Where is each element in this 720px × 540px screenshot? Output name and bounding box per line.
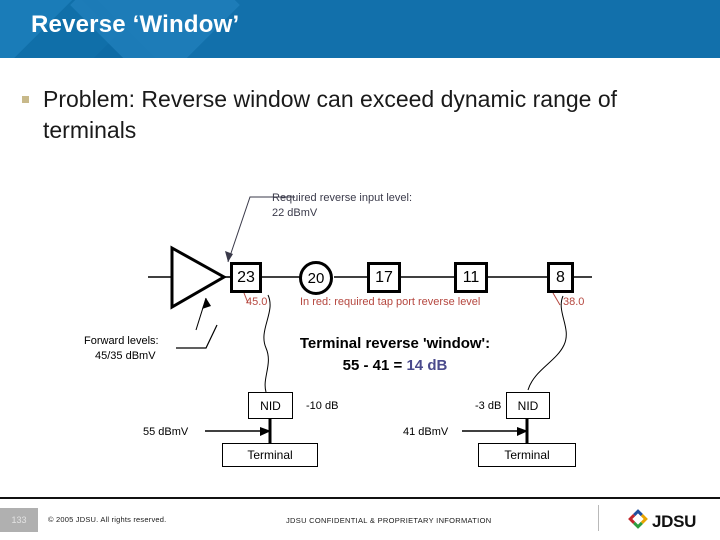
tap-box-8[interactable]: 8 bbox=[547, 262, 574, 293]
window-calc-accent: 14 dB bbox=[406, 357, 448, 374]
required-reverse-input-level-label-line2: 22 dBmV bbox=[272, 207, 318, 219]
nid-box-right[interactable]: NID bbox=[506, 392, 550, 419]
loss-label-right: -3 dB bbox=[475, 400, 502, 412]
jdsu-logo-text: JDSU bbox=[652, 511, 697, 531]
loss-label-left: -10 dB bbox=[306, 400, 339, 412]
forward-levels-label-line2: 45/35 dBmV bbox=[95, 350, 156, 362]
footer-vertical-divider bbox=[598, 505, 599, 531]
terminal-box-left[interactable]: Terminal bbox=[222, 443, 318, 467]
red-value-left: 45.0 bbox=[246, 296, 268, 308]
window-note-title: Terminal reverse 'window': bbox=[299, 335, 491, 352]
red-legend-text: In red: required tap port reverse level bbox=[300, 296, 481, 308]
footer-divider-line bbox=[0, 497, 720, 499]
bullet-item-text: Problem: Reverse window can exceed dynam… bbox=[43, 86, 618, 143]
tap-circle-20[interactable]: 20 bbox=[299, 261, 333, 295]
bullet-marker-square bbox=[22, 96, 29, 103]
terminal-reverse-window-note: Terminal reverse 'window': 55 - 41 = 14 … bbox=[260, 333, 530, 377]
level-label-left: 55 dBmV bbox=[143, 426, 189, 438]
nid-box-left[interactable]: NID bbox=[248, 392, 293, 419]
slide-header-banner bbox=[0, 0, 720, 58]
red-value-right: 38.0 bbox=[563, 296, 585, 308]
required-reverse-input-level-label-line1: Required reverse input level: bbox=[272, 192, 413, 204]
tap-box-17[interactable]: 17 bbox=[367, 262, 401, 293]
tap-box-11[interactable]: 11 bbox=[454, 262, 488, 293]
forward-levels-label-line1: Forward levels: bbox=[84, 335, 159, 347]
confidentiality-notice: JDSU CONFIDENTIAL & PROPRIETARY INFORMAT… bbox=[286, 516, 492, 525]
slide-title: Reverse ‘Window’ bbox=[31, 11, 240, 38]
terminal-box-right[interactable]: Terminal bbox=[478, 443, 576, 467]
jdsu-diamond-icon bbox=[628, 509, 648, 534]
tap-box-23[interactable]: 23 bbox=[230, 262, 262, 293]
level-label-right: 41 dBmV bbox=[403, 426, 449, 438]
bullet-list: Problem: Reverse window can exceed dynam… bbox=[22, 84, 682, 146]
jdsu-logo: JDSU bbox=[628, 509, 696, 534]
copyright-text: © 2005 JDSU. All rights reserved. bbox=[48, 515, 167, 524]
page-number: 133 bbox=[0, 508, 38, 532]
window-calc-prefix: 55 - 41 = bbox=[342, 357, 407, 374]
window-note-calculation: 55 - 41 = 14 dB bbox=[260, 355, 530, 377]
